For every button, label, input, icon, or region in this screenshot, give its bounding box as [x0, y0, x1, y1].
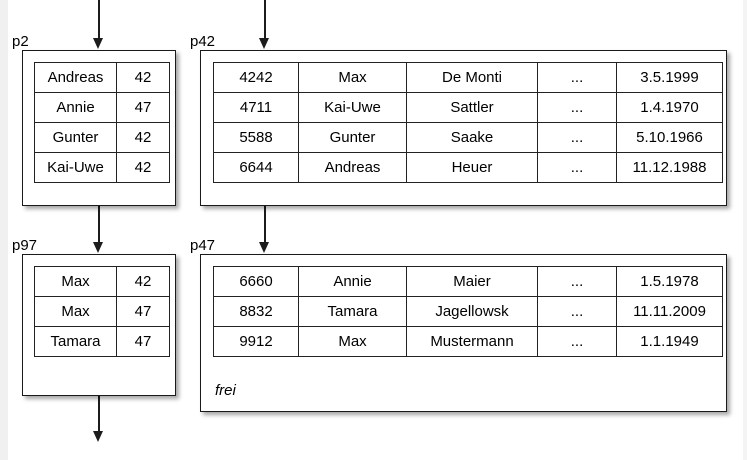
- cell-firstname: Andreas: [298, 152, 407, 183]
- table-row: Andreas 42: [34, 62, 170, 93]
- page-label-p42: p42: [190, 33, 216, 50]
- cell-value: 47: [116, 326, 170, 357]
- cell-firstname: Kai-Uwe: [298, 92, 407, 123]
- arrow-p42-to-p47: [259, 206, 270, 254]
- cell-more: ...: [537, 62, 617, 93]
- cell-firstname: Max: [298, 326, 407, 357]
- cell-firstname: Gunter: [298, 122, 407, 153]
- cell-key: Andreas: [34, 62, 117, 93]
- cell-key: Kai-Uwe: [34, 152, 117, 183]
- cell-date: 1.1.1949: [616, 326, 723, 357]
- cell-date: 11.12.1988: [616, 152, 723, 183]
- cell-firstname: Annie: [298, 266, 407, 297]
- cell-value: 42: [116, 122, 170, 153]
- cell-value: 42: [116, 152, 170, 183]
- table-row: 4711 Kai-Uwe Sattler ... 1.4.1970: [213, 92, 723, 123]
- cell-firstname: Tamara: [298, 296, 407, 327]
- table-row: Kai-Uwe 42: [34, 152, 170, 183]
- table-row: Annie 47: [34, 92, 170, 123]
- left-gutter: [0, 0, 8, 460]
- cell-key: Max: [34, 296, 117, 327]
- arrow-out-of-p97: [93, 396, 104, 444]
- right-gutter: [743, 0, 747, 460]
- cell-date: 3.5.1999: [616, 62, 723, 93]
- cell-more: ...: [537, 266, 617, 297]
- table-row: Max 47: [34, 296, 170, 327]
- cell-id: 6660: [213, 266, 299, 297]
- cell-more: ...: [537, 326, 617, 357]
- cell-id: 5588: [213, 122, 299, 153]
- table-row: 5588 Gunter Saake ... 5.10.1966: [213, 122, 723, 153]
- arrow-into-p42: [259, 0, 270, 50]
- page-label-p2: p2: [12, 33, 29, 50]
- table-row: Gunter 42: [34, 122, 170, 153]
- cell-lastname: Mustermann: [406, 326, 538, 357]
- table-row: 8832 Tamara Jagellowsk ... 11.11.2009: [213, 296, 723, 327]
- cell-value: 47: [116, 92, 170, 123]
- cell-more: ...: [537, 152, 617, 183]
- cell-key: Max: [34, 266, 117, 297]
- table-row: 6660 Annie Maier ... 1.5.1978: [213, 266, 723, 297]
- page-label-p97: p97: [12, 237, 38, 254]
- cell-firstname: Max: [298, 62, 407, 93]
- index-table-p2: Andreas 42 Annie 47 Gunter 42 Kai-Uwe 42: [34, 62, 170, 183]
- cell-more: ...: [537, 296, 617, 327]
- table-row: 4242 Max De Monti ... 3.5.1999: [213, 62, 723, 93]
- table-row: 6644 Andreas Heuer ... 11.12.1988: [213, 152, 723, 183]
- cell-lastname: Sattler: [406, 92, 538, 123]
- cell-value: 42: [116, 62, 170, 93]
- cell-id: 6644: [213, 152, 299, 183]
- cell-key: Gunter: [34, 122, 117, 153]
- cell-key: Tamara: [34, 326, 117, 357]
- index-table-p97: Max 42 Max 47 Tamara 47: [34, 266, 170, 357]
- table-row: Max 42: [34, 266, 170, 297]
- cell-lastname: Jagellowsk: [406, 296, 538, 327]
- cell-lastname: Maier: [406, 266, 538, 297]
- table-row: 9912 Max Mustermann ... 1.1.1949: [213, 326, 723, 357]
- arrow-into-p2: [93, 0, 104, 50]
- cell-date: 1.5.1978: [616, 266, 723, 297]
- cell-lastname: Heuer: [406, 152, 538, 183]
- cell-key: Annie: [34, 92, 117, 123]
- cell-id: 4242: [213, 62, 299, 93]
- cell-date: 5.10.1966: [616, 122, 723, 153]
- cell-id: 9912: [213, 326, 299, 357]
- cell-lastname: Saake: [406, 122, 538, 153]
- cell-more: ...: [537, 92, 617, 123]
- cell-more: ...: [537, 122, 617, 153]
- cell-id: 4711: [213, 92, 299, 123]
- data-table-p47: 6660 Annie Maier ... 1.5.1978 8832 Tamar…: [213, 266, 723, 357]
- cell-value: 42: [116, 266, 170, 297]
- arrow-p2-to-p97: [93, 206, 104, 254]
- data-table-p42: 4242 Max De Monti ... 3.5.1999 4711 Kai-…: [213, 62, 723, 183]
- cell-date: 1.4.1970: [616, 92, 723, 123]
- table-row: Tamara 47: [34, 326, 170, 357]
- free-space-label-p47: frei: [215, 382, 236, 399]
- cell-id: 8832: [213, 296, 299, 327]
- cell-value: 47: [116, 296, 170, 327]
- page-label-p47: p47: [190, 237, 216, 254]
- cell-lastname: De Monti: [406, 62, 538, 93]
- cell-date: 11.11.2009: [616, 296, 723, 327]
